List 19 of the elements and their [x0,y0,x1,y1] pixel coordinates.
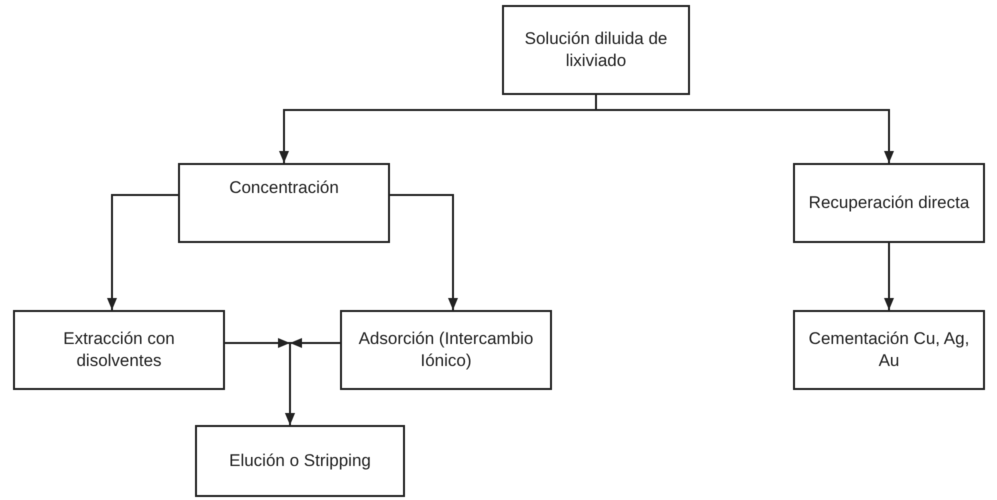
box-label: Extracción con disolventes [62,328,176,372]
process-box [13,310,225,390]
arrow [390,194,458,310]
box-label: Concentración [229,177,339,199]
process-box [340,310,552,390]
box-label: Cementación Cu, Ag, Au [808,328,970,372]
arrow [107,194,178,310]
process-box [178,163,390,243]
arrow [285,338,340,425]
box-label: Adsorción (Intercambio Iónico) [358,328,534,372]
process-box [195,425,405,497]
process-box [793,310,985,390]
box-label: Recuperación directa [808,192,970,214]
process-box [793,163,985,243]
box-label: Elución o Stripping [229,450,371,472]
process-box [502,5,690,95]
arrow [884,243,894,310]
box-label: Solución diluida de lixiviado [524,28,668,72]
arrow [595,95,894,163]
